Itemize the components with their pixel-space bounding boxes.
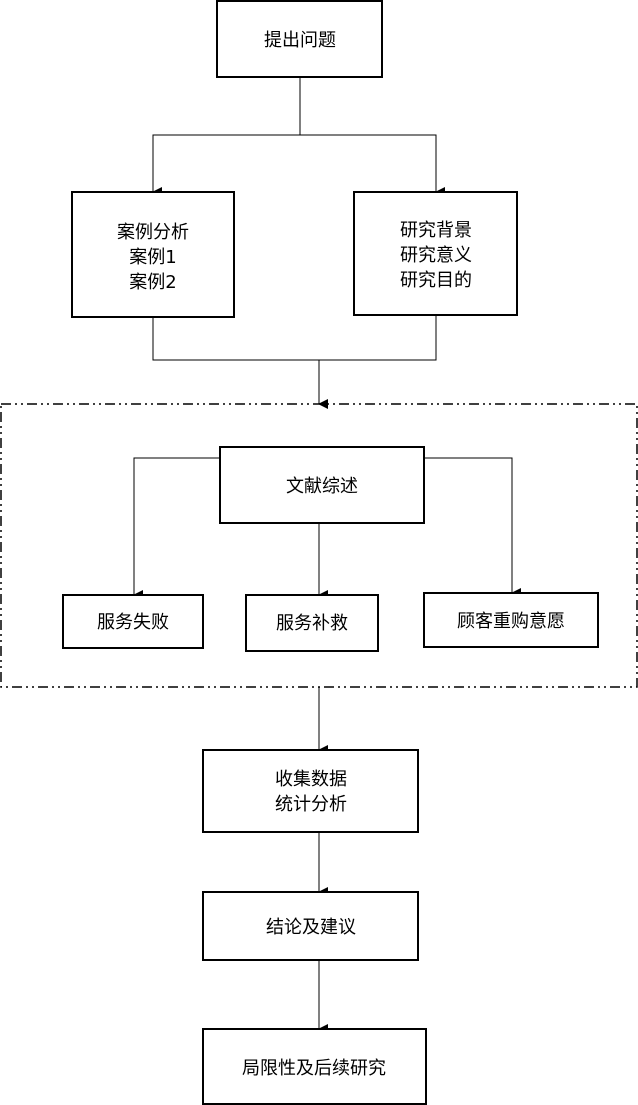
node-label: 顾客重购意愿 bbox=[457, 611, 565, 632]
arrow-question-to-cases bbox=[152, 77, 301, 197]
arrow-to-failure bbox=[133, 457, 220, 600]
node-label: 案例分析 bbox=[117, 222, 189, 243]
literature-group-border bbox=[0, 403, 638, 688]
connectors bbox=[133, 77, 521, 1034]
node-recovery[interactable]: 服务补救 bbox=[245, 594, 379, 652]
node-label: 服务失败 bbox=[97, 612, 169, 633]
node-question[interactable]: 提出问题 bbox=[216, 0, 383, 78]
node-conclusion[interactable]: 结论及建议 bbox=[202, 891, 419, 961]
node-label: 研究意义 bbox=[400, 245, 472, 266]
node-limitation[interactable]: 局限性及后续研究 bbox=[202, 1028, 427, 1105]
node-label: 研究目的 bbox=[400, 270, 472, 291]
node-label: 服务补救 bbox=[276, 613, 348, 634]
node-label: 案例2 bbox=[129, 272, 176, 293]
node-label: 统计分析 bbox=[275, 794, 347, 815]
node-literature[interactable]: 文献综述 bbox=[219, 446, 425, 524]
arrow-question-to-background bbox=[300, 134, 445, 197]
arrow-to-repurchase bbox=[424, 457, 521, 598]
node-failure[interactable]: 服务失败 bbox=[62, 594, 204, 649]
node-label: 提出问题 bbox=[264, 30, 336, 51]
node-cases[interactable]: 案例分析 案例1 案例2 bbox=[71, 191, 235, 318]
node-label: 研究背景 bbox=[400, 220, 472, 241]
node-data[interactable]: 收集数据 统计分析 bbox=[202, 749, 419, 833]
node-label: 案例1 bbox=[129, 247, 176, 268]
node-background[interactable]: 研究背景 研究意义 研究目的 bbox=[353, 191, 518, 316]
node-label: 结论及建议 bbox=[266, 917, 356, 938]
node-repurchase[interactable]: 顾客重购意愿 bbox=[423, 592, 599, 648]
node-label: 局限性及后续研究 bbox=[242, 1058, 386, 1079]
node-label: 文献综述 bbox=[286, 476, 358, 497]
node-label: 收集数据 bbox=[275, 769, 347, 790]
merge-line bbox=[152, 315, 437, 361]
